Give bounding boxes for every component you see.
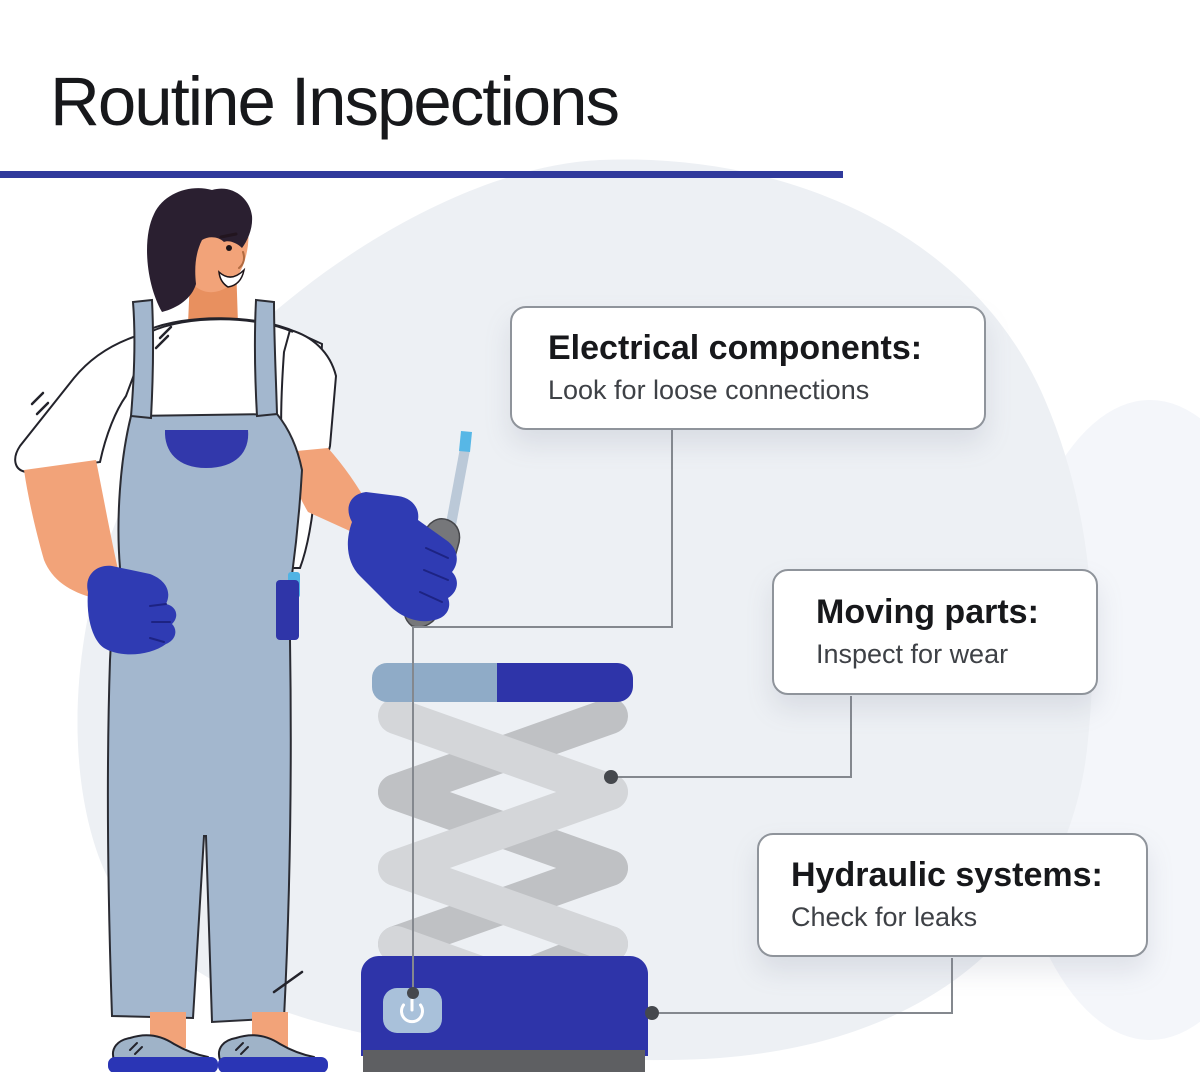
hip-pouch bbox=[276, 572, 300, 640]
connector-line-electrical bbox=[412, 430, 673, 990]
callout-card-electrical: Electrical components: Look for loose co… bbox=[510, 306, 986, 430]
lift-platform bbox=[372, 663, 633, 702]
connector-dot-moving bbox=[604, 770, 618, 784]
callout-detail: Inspect for wear bbox=[816, 639, 1009, 670]
scissor-lift-illustration bbox=[361, 663, 648, 1072]
bib-pocket bbox=[164, 430, 249, 468]
callout-heading: Moving parts: bbox=[816, 593, 1039, 632]
connector-line-moving bbox=[613, 696, 852, 778]
lift-base bbox=[361, 956, 648, 1072]
scissor-arms bbox=[378, 698, 628, 1002]
callout-card-moving: Moving parts: Inspect for wear bbox=[772, 569, 1098, 695]
worker-illustration bbox=[14, 188, 472, 1072]
connector-dot-electrical bbox=[407, 987, 419, 999]
callout-heading: Hydraulic systems: bbox=[791, 856, 1103, 895]
connector-dot-hydraulic bbox=[645, 1006, 659, 1020]
callout-detail: Look for loose connections bbox=[548, 375, 870, 406]
callout-card-hydraulic: Hydraulic systems: Check for leaks bbox=[757, 833, 1148, 957]
left-glove bbox=[87, 565, 177, 655]
shoes bbox=[108, 1034, 328, 1072]
title-underline bbox=[0, 171, 843, 178]
callout-detail: Check for leaks bbox=[791, 902, 978, 933]
connector-line-hydraulic bbox=[654, 958, 953, 1014]
callout-heading: Electrical components: bbox=[548, 329, 923, 368]
hair bbox=[147, 188, 253, 312]
page-title: Routine Inspections bbox=[50, 63, 620, 140]
right-glove bbox=[347, 492, 457, 622]
